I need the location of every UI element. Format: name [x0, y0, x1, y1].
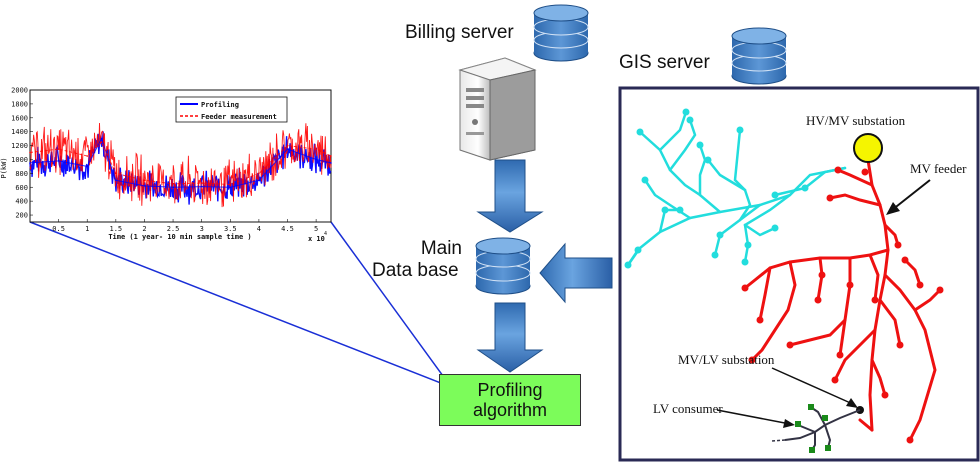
arrow-db-to-profiling: [476, 302, 544, 373]
chart-point-feeder: [172, 182, 174, 185]
chart-point-profiling: [86, 165, 89, 168]
red-feeder-nodes: [741, 166, 944, 444]
chart-point-profiling: [143, 185, 146, 187]
profiling-algorithm-box: Profiling algorithm: [439, 374, 581, 426]
main-db-label-line1: Main: [420, 238, 462, 259]
chart-point-profiling: [29, 162, 31, 164]
chart-legend: Profiling Feeder measurement: [175, 96, 288, 123]
chart-point-feeder: [100, 141, 103, 143]
billing-database-icon: [533, 4, 589, 62]
chart-point-profiling: [200, 185, 203, 188]
chart-y-tick-label: 1800: [11, 100, 28, 108]
mv-feeder-label: MV feeder: [910, 161, 967, 176]
chart-point-feeder: [86, 155, 89, 157]
chart-x-tick-label: 5: [314, 225, 318, 233]
chart-y-tick-label: 600: [15, 184, 28, 192]
chart-x-tick-label: 4.5: [281, 225, 294, 233]
chart-point-profiling: [100, 137, 103, 140]
chart-point-profiling: [258, 179, 260, 182]
chart-point-feeder: [315, 148, 317, 150]
chart-x-axis-label: Time (1 year- 10 min sample time ): [108, 233, 251, 241]
chart-y-tick-label: 1400: [11, 128, 28, 136]
chart-point-feeder: [258, 172, 260, 175]
profiling-label-line2: algorithm: [472, 400, 548, 420]
chart-x-ticks: 0.5 1 1.5 2 2.5 3 3.5 4 4.5 5: [52, 219, 318, 233]
chart-point-feeder: [143, 179, 146, 182]
red-mv-feeders: [743, 158, 942, 442]
cyan-network-nodes: [624, 108, 809, 269]
main-db-label-line2: Data base: [372, 260, 459, 281]
mv-lv-substation-label: MV/LV substation: [678, 352, 775, 367]
gis-network-panel: [618, 86, 980, 462]
chart-point-feeder: [200, 182, 203, 184]
chart-x-tick-label: 4: [257, 225, 261, 233]
chart-point-feeder: [286, 144, 289, 147]
chart-y-tick-label: 400: [15, 198, 28, 206]
gis-server-label: GIS server: [619, 52, 710, 73]
chart-x-multiplier-exponent: 4: [324, 231, 327, 237]
chart-y-tick-label: 800: [15, 170, 28, 178]
main-database-icon: [475, 237, 531, 295]
chart-x-tick-label: 0.5: [52, 225, 65, 233]
chart-x-multiplier: x 10: [308, 235, 325, 243]
billing-server-label: Billing server: [405, 22, 514, 43]
profiling-label-line1: Profiling: [477, 380, 543, 400]
chart-x-tick-label: 2.5: [167, 225, 180, 233]
chart-y-tick-label: 200: [15, 212, 28, 220]
legend-label-profiling: Profiling: [201, 101, 239, 109]
legend-label-feeder: Feeder measurement: [201, 113, 277, 121]
chart-trace-feeder: [29, 122, 332, 208]
chart-point-profiling: [315, 158, 317, 161]
chart-point-profiling: [115, 179, 117, 182]
chart-x-tick-label: 2: [142, 225, 146, 233]
mv-feeder-pointer: [886, 179, 931, 215]
chart-x-tick-label: 3: [200, 225, 204, 233]
chart-point-feeder: [330, 155, 332, 157]
chart-point-profiling: [330, 162, 332, 164]
chart-point-profiling: [57, 160, 60, 162]
hv-mv-substation-label: HV/MV substation: [806, 113, 906, 128]
chart-x-tick-label: 3.5: [224, 225, 237, 233]
chart-x-tick-label: 1: [85, 225, 89, 233]
chart-point-profiling: [229, 186, 232, 189]
chart-y-tick-label: 1000: [11, 156, 28, 164]
chart-y-tick-label: 2000: [11, 87, 28, 95]
arrow-billing-to-db: [476, 159, 544, 233]
lv-consumer-pointer: [716, 409, 795, 428]
chart-series-lines: [29, 137, 332, 189]
lv-consumer-label: LV consumer: [653, 401, 723, 416]
chart-y-tick-label: 1200: [11, 142, 28, 150]
chart-x-tick-label: 1.5: [110, 225, 123, 233]
chart-point-feeder: [229, 183, 232, 186]
chart-y-ticks: 200 400 600 800 1000 1200 1400 1600 1800 2000: [11, 87, 33, 220]
chart-y-axis-label: P(kW): [0, 157, 8, 178]
chart-point-profiling: [286, 148, 289, 150]
server-tower-icon: [458, 57, 537, 161]
arrow-gis-to-db: [539, 242, 613, 304]
chart-point-profiling: [172, 186, 174, 189]
chart-point-feeder: [115, 172, 117, 175]
chart-point-feeder: [57, 148, 60, 150]
profiling-chart: 200 400 600 800 1000 1200 1400 1600 1800 2000 0.5…: [0, 87, 332, 243]
lv-consumer-network: [771, 404, 861, 453]
hv-mv-substation-node: [853, 133, 883, 163]
chart-point-feeder: [29, 151, 31, 154]
gis-database-icon: [731, 27, 787, 85]
chart-y-tick-label: 1600: [11, 114, 28, 122]
